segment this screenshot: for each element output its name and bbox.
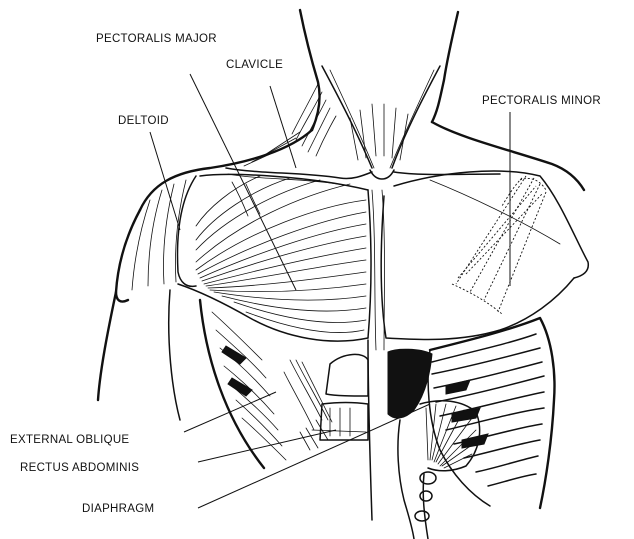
- leader-clavicle: [270, 86, 296, 168]
- right-chest: [381, 171, 588, 339]
- leader-external-oblique: [184, 392, 276, 432]
- label-clavicle: CLAVICLE: [226, 59, 283, 71]
- deltoid-muscle: [98, 176, 196, 420]
- label-pectoralis-minor: PECTORALIS MINOR: [482, 95, 601, 107]
- label-external-oblique: EXTERNAL OBLIQUE: [10, 434, 129, 446]
- shoulders: [140, 122, 584, 210]
- labels: PECTORALIS MAJOR CLAVICLE DELTOID PECTOR…: [10, 33, 601, 515]
- neck: [292, 10, 458, 179]
- label-diaphragm: DIAPHRAGM: [82, 503, 154, 515]
- label-rectus-abdominis: RECTUS ABDOMINIS: [20, 462, 139, 474]
- diaphragm-muscle: [398, 401, 480, 539]
- label-deltoid: DELTOID: [118, 115, 169, 127]
- leader-deltoid: [150, 132, 180, 230]
- xiphoid-cavity: [388, 349, 432, 418]
- leader-rectus-abdominis: [198, 430, 336, 462]
- leader-pectoralis-major: [190, 74, 296, 290]
- rib-cage: [428, 318, 554, 508]
- pectoralis-major-muscle: [178, 175, 371, 342]
- label-pectoralis-major: PECTORALIS MAJOR: [96, 33, 217, 45]
